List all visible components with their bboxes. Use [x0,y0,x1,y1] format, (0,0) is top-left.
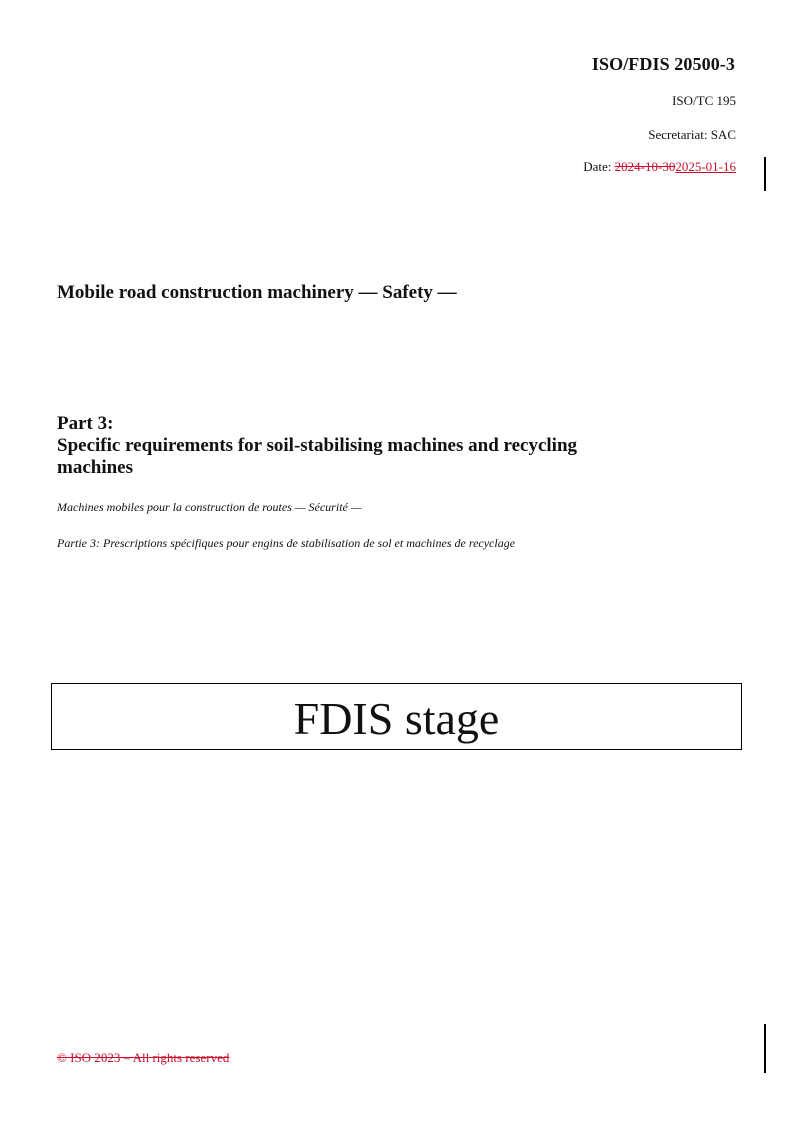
secretariat: Secretariat: SAC [648,127,736,142]
part-title-line-2: machines [57,457,133,478]
stage-label: FDIS stage [293,692,500,744]
date-label: Date: [583,159,615,174]
date-deleted-revision: 2024-10-30 [614,159,676,174]
part-title-block: Part 3: Specific requirements for soil-s… [57,413,737,479]
document-date: Date: 2024-10-302025-01-16 [583,159,736,175]
main-title: Mobile road construction machinery — Saf… [57,282,457,303]
technical-committee: ISO/TC 195 [672,93,736,108]
french-title-line-1: Machines mobiles pour la construction de… [57,500,362,514]
part-number: Part 3: [57,413,114,434]
document-number: ISO/FDIS 20500-3 [591,54,735,74]
copyright-deleted-revision: © ISO 2023 – All rights reserved [57,1050,230,1065]
french-title-line-2: Partie 3: Prescriptions spécifiques pour… [57,536,516,550]
part-title-line-1: Specific requirements for soil-stabilisi… [57,435,578,456]
change-bar-top [764,157,766,191]
date-inserted-revision: 2025-01-16 [675,159,736,174]
change-bar-bottom [764,1024,766,1073]
stage-box: FDIS stage [51,683,742,750]
